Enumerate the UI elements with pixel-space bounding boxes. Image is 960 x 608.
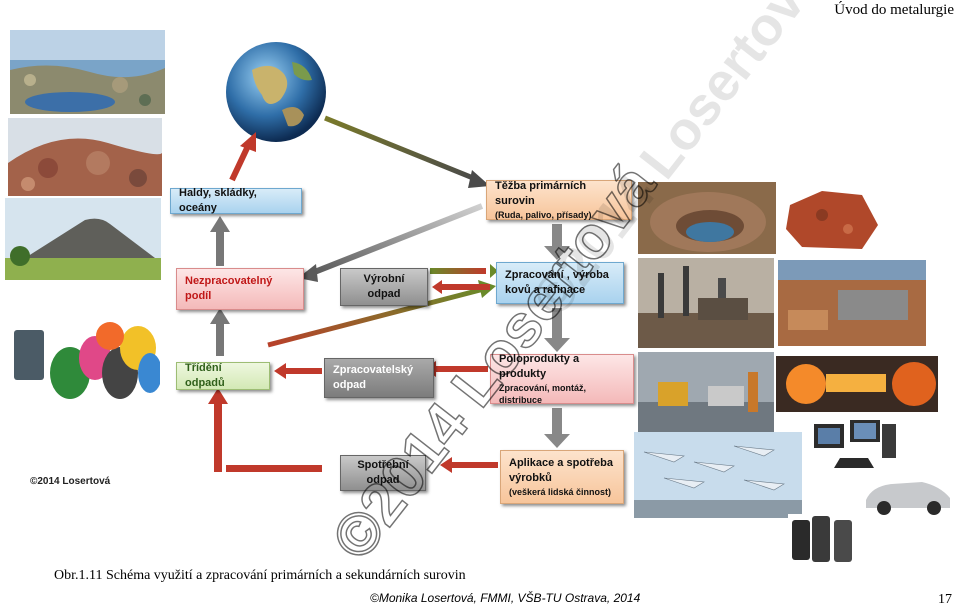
arrow-production-to-manufacturing-waste	[430, 264, 498, 294]
box-semi-products: Poloprodukty a produkty Zpracování, mont…	[490, 353, 634, 405]
landfill-ocean-photo	[10, 30, 165, 114]
box-dumps-oceans: Haldy, skládky, oceány	[170, 187, 302, 214]
arrow-sorting-to-nonprocessable	[210, 308, 230, 356]
aircraft-photo	[634, 432, 802, 518]
figure-caption: Obr.1.11 Schéma využití a zpracování pri…	[54, 568, 466, 583]
computer-photo	[806, 418, 902, 478]
waste-heap-photo	[8, 118, 162, 196]
hot-steel-photo	[776, 356, 938, 412]
arrow-consumer-waste-to-sorting	[208, 388, 322, 472]
arrow-consumption-to-consumer-waste	[440, 457, 498, 473]
box-application-line3: (veškerá lidská činnost)	[509, 486, 612, 497]
arrow-processing-waste-to-sorting	[274, 363, 322, 379]
box-products-line2: Zpracování, montáž,	[499, 382, 587, 393]
box-products-line1: Poloprodukty a produkty	[499, 353, 580, 380]
copyright-small: ©2014 Losertová	[30, 476, 111, 487]
box-nonprocessable-line1: Nezpracovatelný	[185, 275, 273, 288]
box-mining-line1: Těžba primárních surovin	[495, 180, 587, 207]
box-processing-waste: Zpracovatelský odpad	[324, 358, 434, 398]
phone-photo	[788, 514, 858, 568]
industrial-site-aerial-photo	[778, 260, 926, 346]
box-consumer-waste: Spotřební odpad	[340, 455, 426, 491]
box-primary-mining: Těžba primárních surovin (Ruda, palivo, …	[486, 180, 632, 220]
assembly-line-photo	[638, 352, 774, 432]
ore-rock-photo	[782, 185, 882, 255]
box-manufacturing-line2: odpad	[367, 288, 401, 300]
box-consumer-line2: odpad	[366, 474, 400, 486]
arrow-nonprocessable-to-dumps	[210, 216, 230, 266]
box-dumps-label: Haldy, skládky, oceány	[179, 187, 257, 214]
box-manufacturing-line1: Výrobní	[363, 273, 405, 286]
box-production-line1: Zpracování , výroba	[505, 269, 609, 282]
box-sorting-label: Třídění odpadů	[185, 362, 225, 389]
footer-copyright: ©Monika Losertová, FMMI, VŠB-TU Ostrava,…	[370, 591, 641, 605]
header-title: Úvod do metalurgie	[834, 2, 954, 18]
slag-heap-photo	[5, 198, 161, 280]
box-processing-line2: odpad	[333, 379, 366, 391]
box-mining-line2: (Ruda, palivo, přísady)	[495, 209, 592, 220]
box-application-line2: výrobků	[509, 471, 552, 484]
arrow-production-to-products	[544, 308, 570, 352]
box-metal-production: Zpracování , výroba kovů a rafinace	[496, 262, 624, 304]
car-photo	[862, 470, 954, 518]
waste-bins-photo	[10, 318, 160, 400]
arrow-dumps-to-globe	[229, 132, 256, 182]
metallurgical-plant-photo	[638, 258, 774, 348]
box-nonprocessable-line2: podíl	[185, 290, 212, 302]
box-waste-sorting: Třídění odpadů	[176, 362, 270, 390]
page-number: 17	[938, 592, 952, 607]
box-products-line3: distribuce	[499, 394, 543, 405]
arrow-products-to-consumption	[544, 408, 570, 448]
open-pit-mine-photo	[638, 182, 776, 254]
box-production-line2: kovů a rafinace	[505, 284, 586, 296]
box-application-line1: Aplikace a spotřeba	[509, 457, 613, 470]
box-consumer-line1: Spotřební	[357, 459, 409, 472]
box-manufacturing-waste: Výrobní odpad	[340, 268, 428, 306]
box-processing-line1: Zpracovatelský	[333, 364, 414, 377]
arrow-mining-to-production	[544, 224, 570, 260]
arrow-globe-to-mining	[324, 115, 490, 188]
box-nonprocessable: Nezpracovatelný podíl	[176, 268, 304, 310]
box-application-consumption: Aplikace a spotřeba výrobků (veškerá lid…	[500, 450, 624, 504]
globe-photo	[226, 42, 326, 142]
